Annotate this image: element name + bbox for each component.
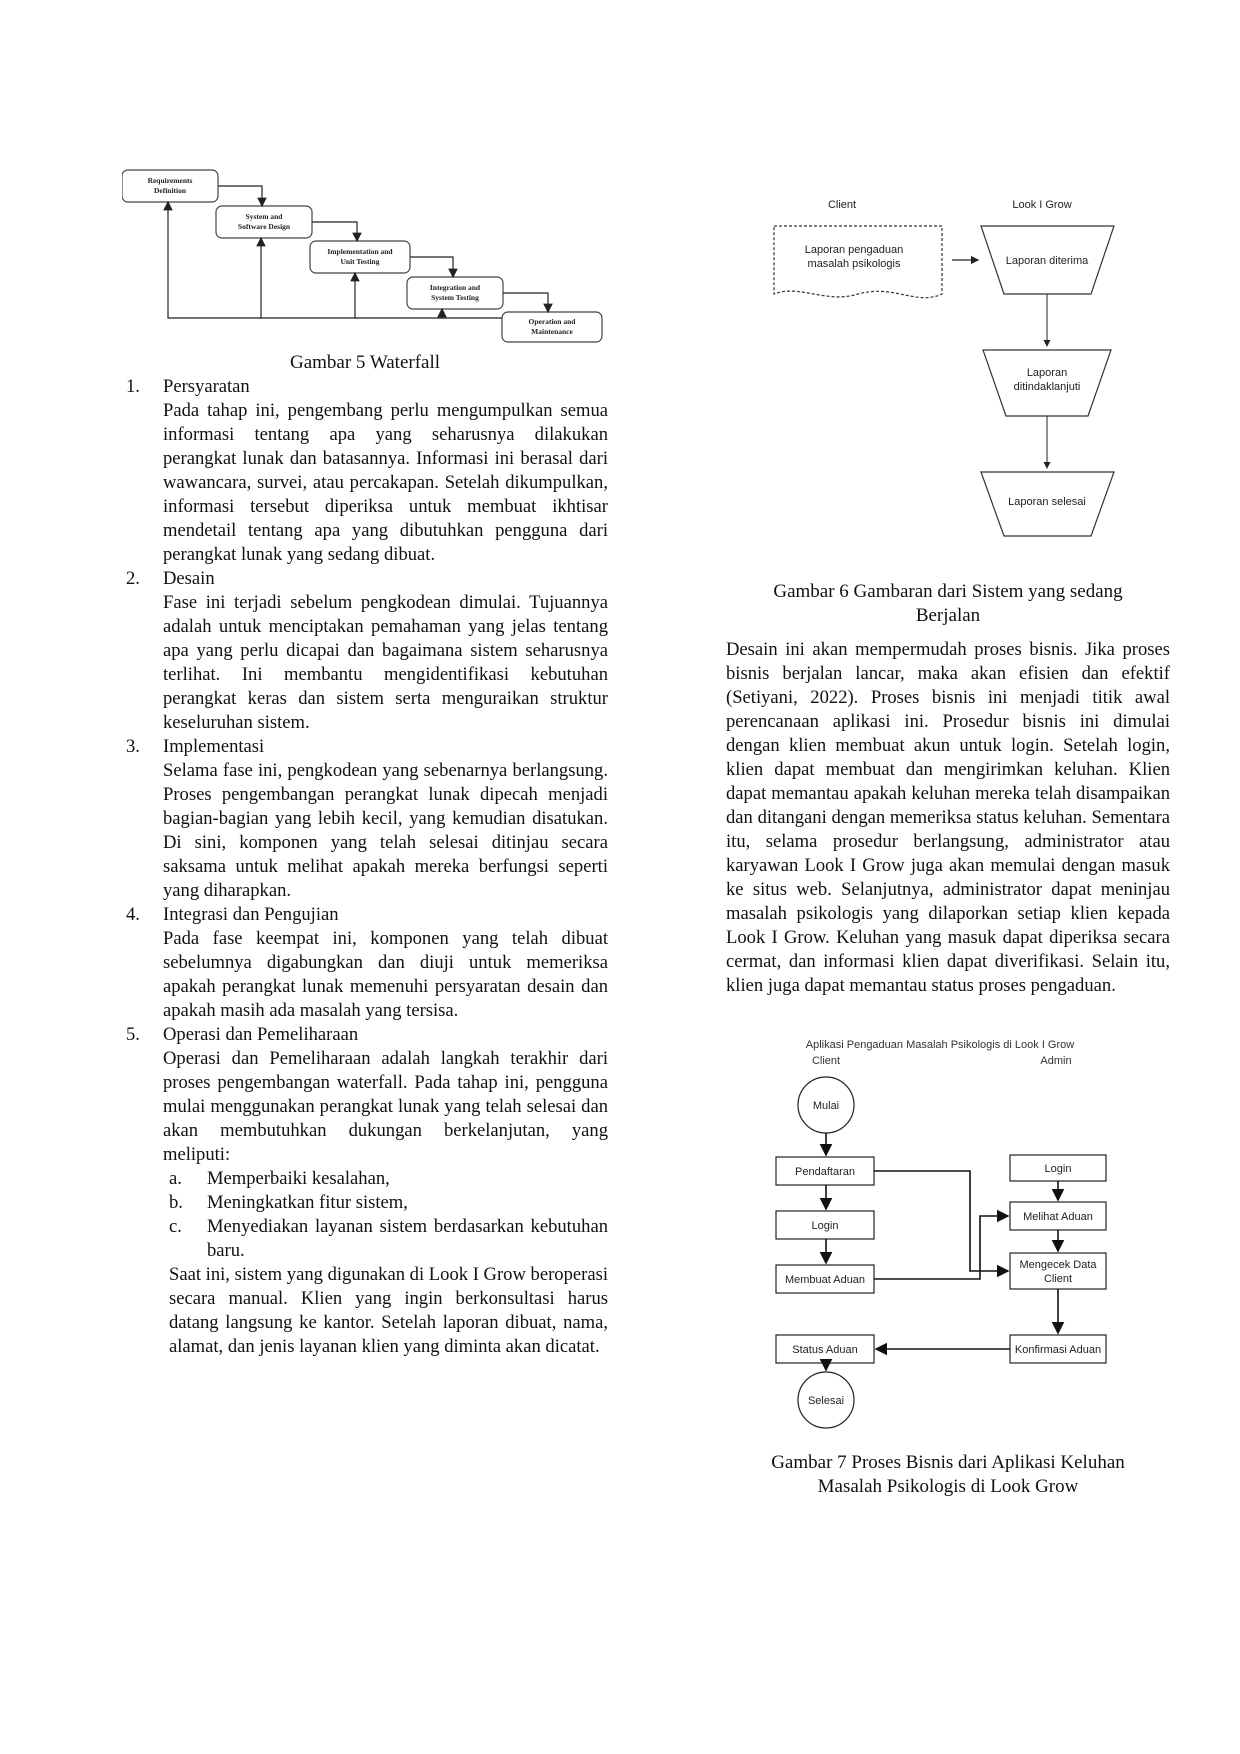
arrow-pendaftaran-cek (874, 1170, 1010, 1278)
flow-lane-client: Client (812, 1055, 840, 1067)
wf-feedback-1 (163, 200, 261, 319)
step-title: Persyaratan (163, 376, 250, 397)
wf-arrow-3 (410, 256, 458, 279)
wf-arrow-1 (218, 185, 267, 208)
step-body: Selama fase ini, pengkodean yang sebenar… (163, 760, 608, 901)
waterfall-steps-list: 1. Persyaratan Pada tahap ini, pengemban… (122, 375, 608, 1263)
cek-data-label-2: Client (1044, 1273, 1072, 1285)
figure-7-caption-line-1: Gambar 7 Proses Bisnis dari Aplikasi Kel… (771, 1452, 1125, 1473)
arrow-membuat-melihat (874, 1209, 1010, 1280)
doc-label-1: Laporan pengaduan (805, 244, 903, 256)
wf-label-4a: Integration and (430, 283, 481, 292)
figure-6-caption-line-1: Gambar 6 Gambaran dari Sistem yang sedan… (773, 581, 1123, 602)
wf-label-4b: System Testing (431, 293, 479, 302)
end-label: Selesai (808, 1395, 844, 1407)
figure-7-caption: Gambar 7 Proses Bisnis dari Aplikasi Kel… (726, 1451, 1170, 1499)
step-item: 2. Desain Fase ini terjadi sebelum pengk… (122, 567, 608, 735)
login-client-label: Login (812, 1220, 839, 1232)
business-process-paragraph: Desain ini akan mempermudah proses bisni… (726, 639, 1170, 996)
wf-arrow-2 (312, 221, 362, 243)
waterfall-diagram: Requirements Definition System and Softw… (121, 169, 603, 343)
sublist-text: Meningkatkan fitur sistem, (207, 1192, 408, 1213)
step-number: 1. (126, 376, 140, 397)
step-title: Implementasi (163, 736, 265, 757)
step-number: 2. (126, 568, 140, 589)
maintenance-sublist: a. Memperbaiki kesalahan, b. Meningkatkan … (163, 1167, 608, 1263)
wf-label-2a: System and (246, 212, 284, 221)
step-item: 3. Implementasi Selama fase ini, pengkod… (122, 735, 608, 903)
wf-label-1a: Requirements (148, 176, 193, 185)
lane-client-label: Client (828, 199, 856, 211)
step-body: Pada fase keempat ini, komponen yang tel… (163, 928, 608, 1021)
wf-label-2b: Software Design (238, 222, 291, 231)
doc-label-2: masalah psikologis (808, 258, 901, 270)
sublist-letter: b. (169, 1192, 183, 1213)
membuat-aduan-label: Membuat Aduan (785, 1274, 865, 1286)
end-node (797, 1371, 855, 1429)
done-shape (980, 471, 1115, 537)
flow-lane-admin: Admin (1040, 1055, 1071, 1067)
cek-data-label-1: Mengecek Data (1019, 1259, 1097, 1271)
wf-feedback-3 (350, 271, 442, 319)
step-title: Integrasi dan Pengujian (163, 904, 339, 925)
wf-label-5a: Operation and (529, 317, 577, 326)
left-column: Requirements Definition System and Softw… (121, 166, 608, 1359)
start-label: Mulai (813, 1100, 839, 1112)
flow-title: Aplikasi Pengaduan Masalah Psikologis di… (806, 1039, 1074, 1051)
done-label: Laporan selesai (1008, 496, 1086, 508)
step-title: Desain (163, 568, 215, 589)
figure-5-caption: Gambar 5 Waterfall (289, 352, 441, 373)
received-label: Laporan diterima (1006, 255, 1089, 267)
figure-6-caption: Gambar 6 Gambaran dari Sistem yang sedan… (726, 580, 1170, 628)
wf-arrow-4 (503, 292, 553, 314)
sublist-item: c. Menyediakan layanan sistem berdasarkan… (163, 1215, 608, 1263)
wf-label-1b: Definition (154, 186, 187, 195)
right-column: Client Look I Grow Laporan pengaduan mas… (726, 190, 1170, 1499)
step-body: Fase ini terjadi sebelum pengkodean dimu… (163, 592, 608, 733)
step-item: 4. Integrasi dan Pengujian Pada fase kee… (122, 903, 608, 1023)
step-number: 5. (126, 1024, 140, 1045)
wf-label-3b: Unit Testing (341, 257, 380, 266)
wf-label-3a: Implementation and (327, 247, 393, 256)
followup-shape (982, 349, 1112, 417)
lane-lookigrow-label: Look I Grow (1012, 199, 1071, 211)
step-body: Operasi dan Pemeliharaan adalah langkah … (163, 1048, 608, 1165)
login-client-box (775, 1210, 875, 1240)
figure-6-caption-line-2: Berjalan (915, 605, 981, 626)
received-shape (980, 225, 1115, 295)
followup-label-2: ditindaklanjuti (1014, 381, 1081, 393)
figure-7-caption-line-2: Masalah Psikologis di Look Grow (817, 1476, 1079, 1497)
sublist-text: Menyediakan layanan sistem berdasarkan k… (207, 1216, 608, 1261)
sublist-item: b. Meningkatkan fitur sistem, (163, 1191, 608, 1215)
login-admin-label: Login (1045, 1163, 1072, 1175)
wf-label-5b: Maintenance (531, 327, 573, 336)
followup-label-1: Laporan (1027, 367, 1067, 379)
sublist-text: Memperbaiki kesalahan, (207, 1168, 390, 1189)
step-title: Operasi dan Pemeliharaan (163, 1024, 359, 1045)
figure-7-flowchart: Aplikasi Pengaduan Masalah Psikologis di… (775, 1039, 1107, 1429)
complaint-document-shape (773, 225, 943, 299)
step-number: 4. (126, 904, 140, 925)
wf-feedback-4 (437, 307, 502, 319)
step-item: 5. Operasi dan Pemeliharaan Operasi dan … (122, 1023, 608, 1263)
step-body: Pada tahap ini, pengembang perlu mengump… (163, 400, 608, 565)
step-number: 3. (126, 736, 140, 757)
pendaftaran-label: Pendaftaran (795, 1166, 855, 1178)
step-item: 1. Persyaratan Pada tahap ini, pengemban… (122, 375, 608, 567)
sublist-letter: c. (169, 1216, 182, 1237)
sublist-item: a. Memperbaiki kesalahan, (163, 1167, 608, 1191)
figure-6-diagram: Client Look I Grow Laporan pengaduan mas… (773, 199, 1115, 537)
status-aduan-label: Status Aduan (792, 1344, 857, 1356)
konfirmasi-label: Konfirmasi Aduan (1015, 1344, 1101, 1356)
melihat-aduan-label: Melihat Aduan (1023, 1211, 1093, 1223)
closing-paragraph: Saat ini, sistem yang digunakan di Look … (169, 1264, 608, 1357)
sublist-letter: a. (169, 1168, 182, 1189)
